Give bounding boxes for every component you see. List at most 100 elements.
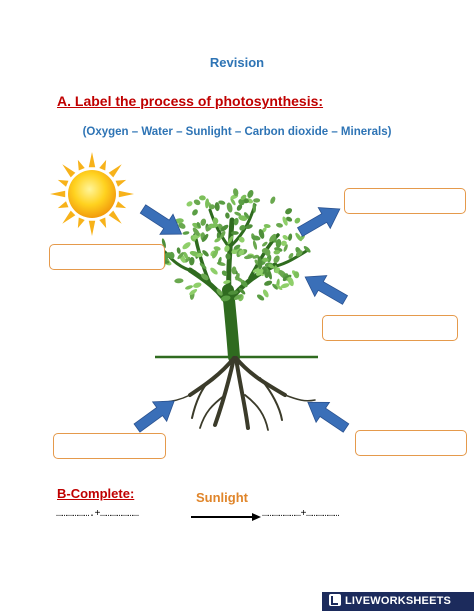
leaf <box>231 266 237 275</box>
footer-brand: LIVEWORKSHEETS <box>345 595 452 607</box>
leaf <box>293 271 300 279</box>
section-b-heading: B-Complete: <box>57 486 135 501</box>
leaf <box>196 252 204 258</box>
leaf <box>212 249 219 259</box>
leaf <box>238 249 245 256</box>
leaf <box>233 294 242 301</box>
reaction-arrow-icon <box>191 513 261 521</box>
sun-ray <box>57 201 69 209</box>
leaf <box>245 224 253 229</box>
leaf <box>247 189 254 199</box>
leaf <box>283 244 288 252</box>
leaf <box>216 261 226 266</box>
sun-ray <box>108 164 122 178</box>
leaf <box>182 231 190 235</box>
leaf <box>208 204 215 210</box>
leaf <box>221 270 228 276</box>
leaf <box>235 273 240 281</box>
leaf <box>262 257 269 263</box>
leaf <box>201 273 209 281</box>
leaf <box>200 218 207 226</box>
leaf <box>213 246 221 251</box>
leaf <box>201 233 209 242</box>
leaf <box>184 256 191 263</box>
sun-ray <box>118 190 134 198</box>
leaf <box>262 289 269 298</box>
sun-ray <box>77 217 85 229</box>
sun-ray <box>115 179 127 187</box>
leaf <box>183 251 189 259</box>
leaf <box>255 268 264 276</box>
answer-box-2[interactable] <box>49 244 165 270</box>
leaf <box>238 236 245 243</box>
leaf <box>288 233 293 241</box>
leaf <box>238 287 246 295</box>
leaf <box>193 282 202 288</box>
equation-blank-left: ……………….+………………… <box>56 509 139 520</box>
leaf <box>205 198 210 209</box>
sun-ray <box>88 220 96 236</box>
leaf <box>217 256 222 265</box>
given-word: Sunlight <box>196 490 248 505</box>
leaf <box>202 250 209 257</box>
leaf <box>303 245 311 253</box>
leaf <box>176 247 181 254</box>
sun-ray <box>62 164 76 178</box>
leaf <box>223 280 231 284</box>
leaf <box>286 216 293 222</box>
answer-box-5[interactable] <box>355 430 467 456</box>
leaf <box>167 221 173 228</box>
leaf <box>226 202 233 213</box>
leaf <box>295 250 303 257</box>
answer-box-4[interactable] <box>53 433 166 459</box>
leaf <box>214 202 220 212</box>
leaf <box>256 294 265 301</box>
leaf <box>280 283 290 289</box>
leaf <box>220 230 226 239</box>
leaf <box>185 285 193 290</box>
leaf <box>272 283 278 290</box>
leaf <box>225 253 231 260</box>
leaf <box>193 199 201 206</box>
leaf <box>174 218 184 224</box>
leaf <box>274 284 283 290</box>
leaf <box>228 290 239 295</box>
leaf <box>273 255 280 264</box>
liveworksheets-footer[interactable]: LIVEWORKSHEETS <box>322 592 474 611</box>
leaf <box>268 264 275 269</box>
leaf <box>240 194 247 200</box>
tree-illustration <box>155 188 318 431</box>
leaf <box>230 197 236 206</box>
leaf <box>238 199 245 206</box>
leaf <box>189 257 195 266</box>
answer-box-3[interactable] <box>322 315 458 341</box>
leaf <box>214 237 221 243</box>
leaf <box>218 200 226 205</box>
leaf <box>282 216 288 226</box>
leaf <box>261 227 267 233</box>
leaf <box>253 198 261 203</box>
leaf <box>282 235 289 240</box>
answer-box-1[interactable] <box>344 188 466 214</box>
leaf <box>236 204 243 211</box>
leaf <box>251 235 261 241</box>
leaf <box>262 241 268 247</box>
leaf <box>233 188 239 197</box>
sun-ray <box>62 210 76 224</box>
section-a-heading: A. Label the process of photosynthesis: <box>57 93 324 109</box>
leaf <box>192 227 200 236</box>
leaf <box>252 202 257 213</box>
leaf <box>233 217 239 226</box>
leaf <box>252 240 258 250</box>
leaf <box>276 223 283 228</box>
leaf <box>234 211 242 216</box>
page-title: Revision <box>209 55 265 70</box>
leaf <box>263 224 271 228</box>
leaf <box>177 252 184 260</box>
leaf <box>210 267 218 275</box>
leaf <box>182 242 191 250</box>
leaf <box>252 254 259 259</box>
leaf <box>270 196 276 204</box>
leaf <box>199 195 206 201</box>
leaf <box>258 228 265 239</box>
